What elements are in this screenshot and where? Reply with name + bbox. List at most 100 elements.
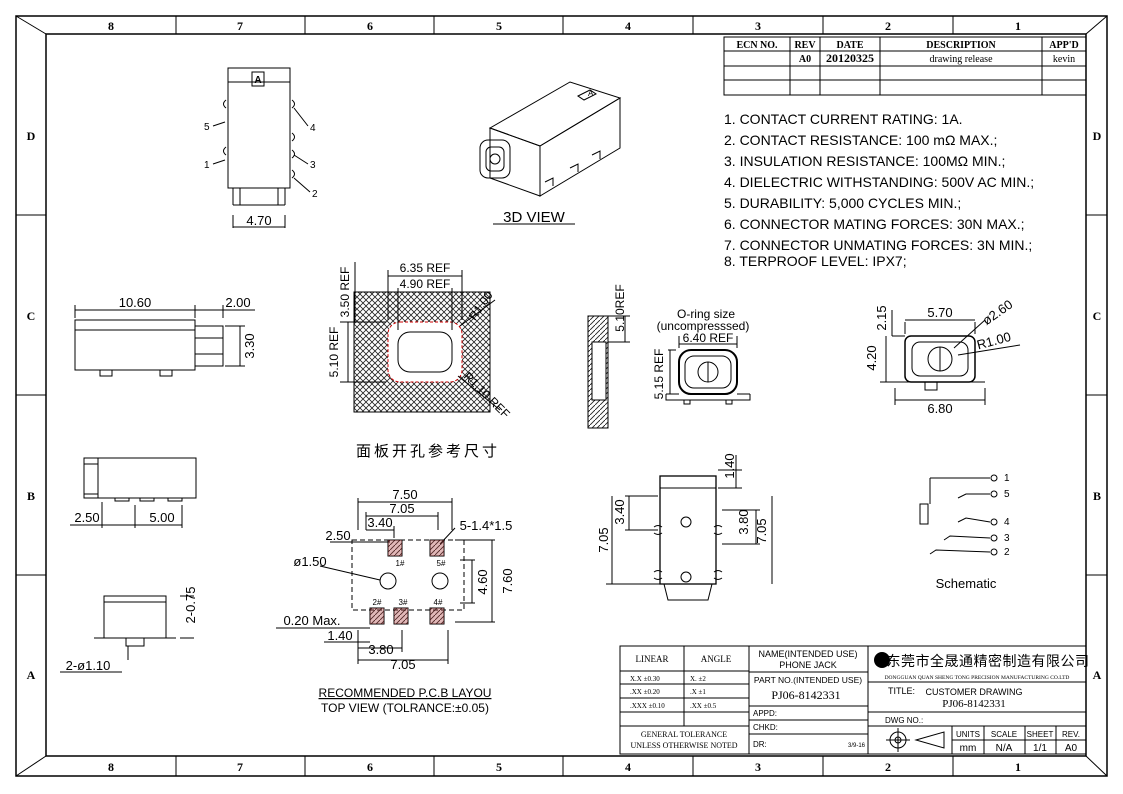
side-dim-protrude: 2.00 xyxy=(225,295,250,310)
panel-cutout xyxy=(340,262,501,413)
oring-dim-h: 5.15 REF xyxy=(652,349,666,400)
company-name-en: DONGGUAN QUAN SHENG TONG PRECISION MANUF… xyxy=(885,675,1070,681)
note-3: 3. INSULATION RESISTANCE: 100MΩ MIN.; xyxy=(724,153,1005,169)
pcb-pads xyxy=(369,539,445,625)
title-block xyxy=(619,645,1087,755)
pad-2 xyxy=(369,607,385,625)
row-label-d: D xyxy=(27,129,36,143)
side-dim-height: 3.30 xyxy=(242,333,257,358)
front-dim-w: 5.70 xyxy=(927,305,952,320)
col-label-3: 3 xyxy=(755,19,761,33)
note-8: 8. TERPROOF LEVEL: IPX7; xyxy=(724,253,907,269)
col-label-5: 5 xyxy=(496,19,502,33)
pcb-dim-4-60: 4.60 xyxy=(475,569,490,594)
general-tol-1: GENERAL TOLERANCE xyxy=(641,730,727,739)
side-dim-length: 10.60 xyxy=(119,295,152,310)
col-label-7-bottom: 7 xyxy=(237,760,243,774)
col-label-4: 4 xyxy=(625,19,631,33)
row-label-d-right: D xyxy=(1093,129,1102,143)
col-label-6-bottom: 6 xyxy=(367,760,373,774)
notes-list: 1. CONTACT CURRENT RATING: 1A. 2. CONTAC… xyxy=(724,111,1034,269)
company-logo-icon xyxy=(874,652,890,668)
front-dim-top: 2.15 xyxy=(874,305,889,330)
name-value: PHONE JACK xyxy=(779,660,837,670)
schem-label-4: 4 xyxy=(1004,517,1010,528)
iso-view xyxy=(479,81,622,225)
tol-row-3-angle: .XX ±0.5 xyxy=(690,702,717,710)
pcb-dim-3-80: 3.80 xyxy=(368,642,393,657)
pad-label-2: 2# xyxy=(373,598,382,607)
chkd-label: CHKD: xyxy=(753,723,778,732)
col-label-6: 6 xyxy=(367,19,373,33)
col-label-2: 2 xyxy=(885,19,891,33)
bottom-dim-3-80: 3.80 xyxy=(736,509,751,534)
col-label-4-bottom: 4 xyxy=(625,760,631,774)
pcb-dim-1-40: 1.40 xyxy=(327,628,352,643)
end-dim-h: 2-0.75 xyxy=(183,587,198,624)
front-dim-bw: 6.80 xyxy=(927,401,952,416)
front-dim-h: 4.20 xyxy=(864,345,879,370)
note-2: 2. CONTACT RESISTANCE: 100 mΩ MAX.; xyxy=(724,132,997,148)
pcb-dim-2-50: 2.50 xyxy=(325,528,350,543)
panel-dim-a: 6.35 REF xyxy=(400,261,451,275)
schematic-title: Schematic xyxy=(936,576,997,591)
note-4: 4. DIELECTRIC WITHSTANDING: 500V AC MIN.… xyxy=(724,174,1034,190)
tol-linear-hdr: LINEAR xyxy=(636,654,669,664)
scale-value: N/A xyxy=(996,743,1013,754)
pcb-dim-7-60: 7.60 xyxy=(500,568,515,593)
part-label: PART NO.(INTENDED USE) xyxy=(754,675,862,685)
sheet-value: 1/1 xyxy=(1033,743,1047,754)
tol-angle-hdr: ANGLE xyxy=(701,654,732,664)
rev-hdr-date: DATE xyxy=(836,40,863,51)
col-label-7: 7 xyxy=(237,19,243,33)
oring-title-2: (uncompresssed) xyxy=(657,319,750,333)
pad-label-4: 4# xyxy=(434,598,443,607)
pcb-dim-phi: ø1.50 xyxy=(293,554,326,569)
col-label-8-bottom: 8 xyxy=(108,760,114,774)
pcb-dim-max: 0.20 Max. xyxy=(283,613,340,628)
sheet-hdr: SHEET xyxy=(1027,730,1054,739)
col-label-1: 1 xyxy=(1015,19,1021,33)
top-pin-1: 1 xyxy=(204,160,210,171)
revision-table xyxy=(723,36,1087,96)
pad-4 xyxy=(429,607,445,625)
section-view xyxy=(587,315,630,429)
rev-value: A0 xyxy=(1065,743,1078,754)
row-label-b-right: B xyxy=(1093,489,1101,503)
col-label-8: 8 xyxy=(108,19,114,33)
oring-title-1: O-ring size xyxy=(677,307,735,321)
col-label-5-bottom: 5 xyxy=(496,760,502,774)
rev-hdr-desc: DESCRIPTION xyxy=(926,40,996,51)
company-name-cn: 东莞市全晟通精密制造有限公司 xyxy=(887,653,1090,670)
tol-row-2-angle: .X ±1 xyxy=(690,688,706,696)
part-value: PJ06-8142331 xyxy=(771,688,840,702)
top-dim-width: 4.70 xyxy=(246,213,271,228)
pcb-dim-7-05: 7.05 xyxy=(389,501,414,516)
row-label-c: C xyxy=(27,309,36,323)
panel-caption: 面板开孔参考尺寸 xyxy=(356,442,500,460)
front-view xyxy=(880,310,1021,405)
pad-label-3: 3# xyxy=(399,598,408,607)
title-label: TITLE: xyxy=(888,686,915,696)
pcb-caption-2: TOP VIEW (TOLRANCE:±0.05) xyxy=(321,701,489,715)
iso-marker: A xyxy=(588,89,594,98)
schem-label-2: 2 xyxy=(1004,547,1010,558)
note-1: 1. CONTACT CURRENT RATING: 1A. xyxy=(724,111,963,127)
pcb-dim-pads: 5-1.4*1.5 xyxy=(460,518,513,533)
end-dim-phi: 2-ø1.10 xyxy=(66,658,111,673)
note-6: 6. CONNECTOR MATING FORCES: 30N MAX.; xyxy=(724,216,1025,232)
rev-cell-appd: kevin xyxy=(1053,54,1075,65)
tol-row-1-linear: X.X ±0.30 xyxy=(630,675,660,683)
dr-date: 3/9-16 xyxy=(848,743,866,749)
outer-frame xyxy=(15,15,1108,777)
rev-hdr-rev: REV xyxy=(794,40,816,51)
rev-hdr: REV. xyxy=(1062,730,1080,739)
units-hdr: UNITS xyxy=(956,730,980,739)
pcb-layout xyxy=(276,498,495,664)
col-label-2-bottom: 2 xyxy=(885,760,891,774)
pad-5 xyxy=(429,539,445,557)
panel-dim-c: 3.50 REF xyxy=(338,267,352,318)
row-label-b: B xyxy=(27,489,35,503)
bottom-dim-1-40: 1.40 xyxy=(722,453,737,478)
